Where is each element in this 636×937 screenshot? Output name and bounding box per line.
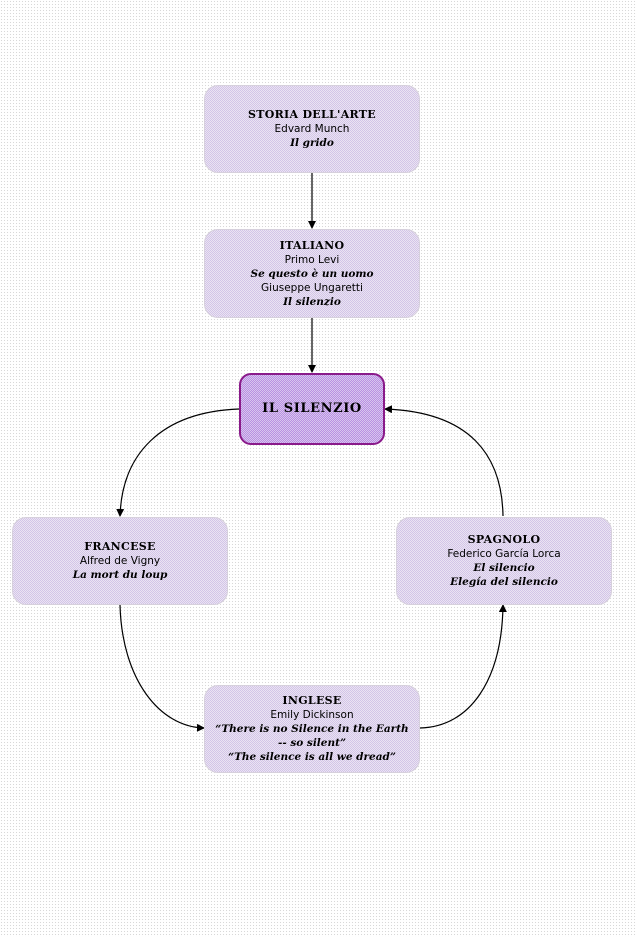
node-title: STORIA DELL'ARTE xyxy=(248,108,376,121)
node-work: El silencio xyxy=(473,562,535,574)
node-title: INGLESE xyxy=(282,694,342,707)
center-title: IL SILENZIO xyxy=(262,401,362,416)
node-title: FRANCESE xyxy=(84,540,156,553)
edge-francese-inglese xyxy=(119,604,205,732)
node-author: Giuseppe Ungaretti xyxy=(261,281,363,294)
node-author: Federico García Lorca xyxy=(447,548,561,560)
node-center-il-silenzio: IL SILENZIO xyxy=(239,373,385,445)
node-storia-dell-arte: STORIA DELL'ARTE Edvard Munch Il grido xyxy=(204,85,420,173)
edge-spagnolo-center xyxy=(384,405,504,517)
node-inglese: INGLESE Emily Dickinson “There is no Sil… xyxy=(204,685,420,773)
node-francese: FRANCESE Alfred de Vigny La mort du loup xyxy=(12,517,228,605)
node-work: -- so silent” xyxy=(277,737,347,749)
node-title: SPAGNOLO xyxy=(467,533,541,546)
node-work: Se questo è un uomo xyxy=(250,267,374,280)
node-work: “There is no Silence in the Earth xyxy=(215,723,409,735)
node-work: “The silence is all we dread” xyxy=(228,751,396,763)
node-author: Edvard Munch xyxy=(274,123,350,135)
node-spagnolo: SPAGNOLO Federico García Lorca El silenc… xyxy=(396,517,612,605)
edge-center-francese xyxy=(116,408,240,517)
node-work: La mort du loup xyxy=(72,569,168,581)
node-author: Primo Levi xyxy=(284,253,340,266)
node-italiano: ITALIANO Primo Levi Se questo è un uomo … xyxy=(204,229,420,318)
node-author: Alfred de Vigny xyxy=(79,555,161,567)
node-title: ITALIANO xyxy=(279,238,345,252)
node-author: Emily Dickinson xyxy=(270,709,354,721)
node-work: Il grido xyxy=(290,137,334,149)
node-work: Elegía del silencio xyxy=(450,576,558,588)
node-work: Il silenzio xyxy=(283,295,341,308)
edge-inglese-spagnolo xyxy=(419,604,507,729)
